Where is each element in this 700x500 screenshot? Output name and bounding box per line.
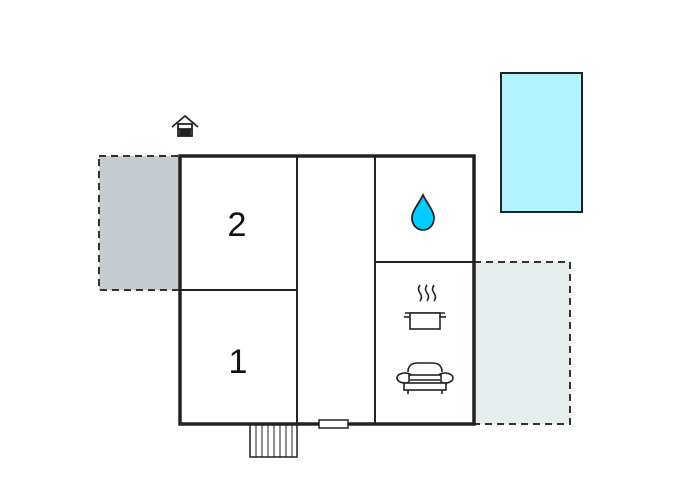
entrance-door [318,419,349,429]
house-entrance-icon [171,114,199,137]
cooking-pot-icon [404,284,446,330]
room-label-2: 2 [228,206,247,244]
swimming-pool [500,72,583,213]
entrance-steps [249,424,298,458]
sofa-icon [396,362,454,394]
terrace-right [473,261,571,425]
covered-terrace-left [98,155,181,291]
room-label-1: 1 [229,343,248,381]
water-drop-icon [411,192,435,231]
